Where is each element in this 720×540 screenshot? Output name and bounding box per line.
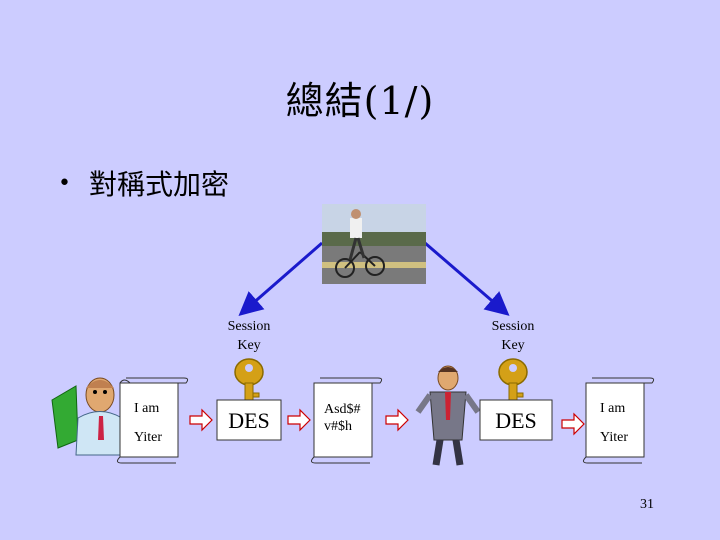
ciphertext-line2: v#$h xyxy=(324,419,352,434)
output-line2: Yiter xyxy=(600,430,628,445)
plaintext-scroll-shape xyxy=(116,377,189,464)
output-line1: I am xyxy=(600,401,626,416)
session-key-left-line1: Session xyxy=(227,319,271,334)
connector-line-left xyxy=(238,241,323,316)
connector-line-right xyxy=(424,241,510,316)
flow-arrow-2 xyxy=(287,408,311,432)
decrypt-des-box-shape xyxy=(479,399,553,441)
key-icon-right xyxy=(498,358,528,406)
page-number: 31 xyxy=(640,497,654,512)
session-key-right-line2: Key xyxy=(501,338,525,353)
flow-arrow-1 xyxy=(189,408,213,432)
encrypt-des-label: DES xyxy=(228,408,270,433)
plaintext-line2: Yiter xyxy=(134,430,162,445)
receiver-person-illustration xyxy=(415,365,481,466)
session-key-label-right: Session Key xyxy=(473,317,553,355)
encrypt-des-box-shape xyxy=(216,399,282,441)
plaintext-line1: I am xyxy=(134,401,160,416)
slide-title: 總結(1/) xyxy=(285,79,435,123)
decrypt-des-label: DES xyxy=(495,408,537,433)
flow-arrow-4 xyxy=(561,412,585,436)
bullet-item: • 對稱式加密 xyxy=(58,163,229,203)
sender-person-illustration xyxy=(51,377,125,456)
output-scroll-shape xyxy=(582,377,655,464)
session-key-right-line1: Session xyxy=(491,319,535,334)
session-key-left-line2: Key xyxy=(237,338,261,353)
bullet-text: 對稱式加密 xyxy=(88,168,229,201)
session-key-label-left: Session Key xyxy=(209,317,289,355)
bullet-dot: • xyxy=(58,170,71,196)
ciphertext-scroll-shape xyxy=(310,377,383,464)
flow-arrow-3 xyxy=(385,408,409,432)
cyclist-photo xyxy=(322,204,426,284)
key-icon-left xyxy=(234,358,264,406)
ciphertext-line1: Asd$# xyxy=(324,402,361,417)
